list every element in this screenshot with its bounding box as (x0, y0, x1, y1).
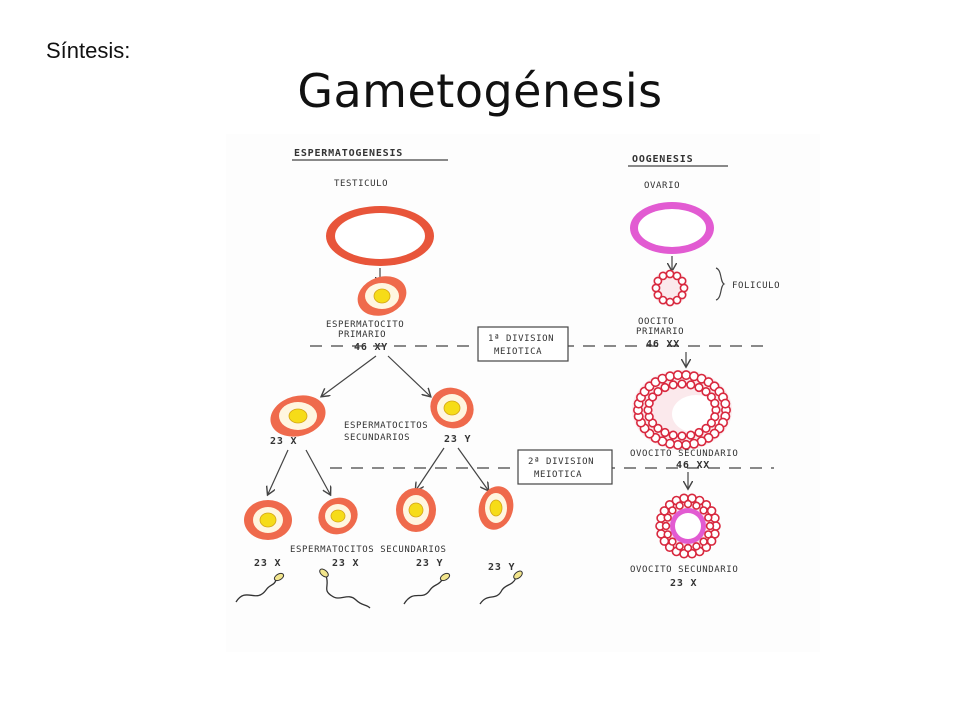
granulosa-cell (710, 398, 720, 408)
granulosa-cell (688, 438, 699, 449)
primary-oocyte-label-2: PRIMARIO (636, 327, 684, 337)
ovary-label: OVARIO (644, 181, 680, 191)
granulosa-cell (653, 290, 663, 300)
final-oocyte-count: 23 X (670, 578, 697, 589)
spermatid-cell-4 (478, 486, 514, 530)
primary-oocyte-label-1: OOCITO (638, 317, 674, 327)
division-2-label-2: MEIOTICA (534, 470, 582, 480)
granulosa-cell (648, 392, 658, 402)
granulosa-cell (704, 513, 713, 522)
slide-title: Gametogénesis (297, 64, 663, 118)
granulosa-cell (706, 418, 717, 428)
testicle-shape (326, 206, 434, 266)
spermatid-cell-1 (244, 500, 292, 540)
division-2-label-1: 2ª DIVISION (528, 457, 594, 467)
follicle-label: FOLICULO (732, 281, 780, 291)
primary-oocyte-count: 46 XX (646, 339, 680, 350)
granulosa-cell (668, 506, 677, 515)
sperm-count-2: 23 X (332, 558, 359, 569)
granulosa-cell (664, 371, 675, 382)
primary-spermatocyte-label-1: ESPERMATOCITO (326, 320, 404, 330)
division-1-label-2: MEIOTICA (494, 347, 542, 357)
granulosa-cell (665, 269, 675, 279)
sperm-count-4: 23 Y (488, 562, 515, 573)
granulosa-cell (653, 276, 663, 286)
spermatogenesis-heading: ESPERMATOGENESIS (294, 148, 403, 159)
sperm-count-3: 23 Y (416, 558, 443, 569)
granulosa-cell (699, 537, 708, 546)
granulosa-cell (705, 521, 715, 531)
sperm-1 (235, 572, 285, 603)
granulosa-cell (692, 501, 701, 510)
granulosa-cell (677, 290, 687, 300)
secondary-oocyte-label: OVOCITO SECUNDARIO (630, 449, 738, 459)
division-1-label-1: 1ª DIVISION (488, 334, 554, 344)
secondary-label-1: ESPERMATOCITOS (344, 421, 428, 431)
granulosa-cell (661, 521, 671, 531)
granulosa-cell (663, 513, 672, 522)
final-oocyte-label: OVOCITO SECUNDARIO (630, 565, 738, 575)
granulosa-cell (692, 542, 701, 551)
granulosa-cell (699, 506, 708, 515)
sperm-4 (479, 570, 523, 605)
granulosa-cell (677, 276, 687, 286)
granulosa-cell (720, 398, 731, 409)
granulosa-cell (651, 283, 661, 293)
granulosa-cell (658, 295, 668, 305)
sperm-count-1: 23 X (254, 558, 281, 569)
granulosa-cell (672, 295, 682, 305)
granulosa-cell (694, 427, 704, 438)
sperm-2 (319, 568, 371, 609)
granulosa-cell (675, 542, 684, 551)
granulosa-cell (686, 380, 696, 390)
granulosa-cell (672, 370, 683, 381)
slide-kicker: Síntesis: (46, 38, 131, 63)
granulosa-cell (658, 271, 668, 281)
granulosa-cell (683, 499, 693, 509)
granulosa-cell (686, 430, 696, 440)
secondary-label-2: SECUNDARIOS (344, 433, 410, 443)
granulosa-cell (665, 297, 675, 307)
granulosa-cell (701, 423, 711, 434)
granulosa-cell (681, 370, 692, 381)
spermatids-bottom-label: ESPERMATOCITOS SECUNDARIOS (290, 545, 446, 555)
primary-spermatocyte-cell (357, 276, 407, 316)
secondary-oocyte-count: 46 XX (676, 460, 710, 471)
secondary-spermatocyte-left-cell (270, 395, 326, 437)
gametogenesis-diagram: ESPERMATOGENESIS TESTICULO ESPERMATOCITO… (226, 134, 820, 652)
granulosa-cell (675, 501, 684, 510)
secondary-spermatocyte-right-cell (430, 387, 474, 429)
granulosa-cell (683, 543, 693, 553)
granulosa-cell (704, 530, 713, 539)
spermatid-cell-3 (396, 488, 436, 532)
granulosa-cell (679, 283, 689, 293)
granulosa-cell (663, 530, 672, 539)
granulosa-cell (672, 439, 683, 450)
primary-follicle (651, 269, 689, 307)
secondary-follicle (632, 370, 732, 450)
secondary-left-count: 23 X (270, 436, 297, 447)
granulosa-cell (681, 439, 692, 450)
spermatid-cell-2 (318, 497, 358, 535)
granulosa-cell (668, 537, 677, 546)
testicle-label: TESTICULO (334, 179, 388, 189)
granulosa-cell (653, 423, 663, 434)
sperm-3 (403, 572, 451, 605)
secondary-right-count: 23 Y (444, 434, 471, 445)
granulosa-cell (701, 387, 711, 397)
granulosa-cell (694, 382, 704, 393)
primary-spermatocyte-label-2: PRIMARIO (338, 330, 386, 340)
ovary-shape (630, 202, 714, 254)
primary-spermatocyte-count: 46 XY (354, 342, 388, 353)
granulosa-cell (653, 387, 663, 397)
granulosa-cell (672, 271, 682, 281)
granulosa-cell (660, 382, 670, 393)
granulosa-cell (660, 427, 670, 438)
granulosa-cell (677, 379, 687, 389)
oogenesis-heading: OOGENESIS (632, 154, 693, 165)
granulosa-cell (668, 430, 678, 440)
granulosa-cell (677, 431, 687, 441)
ovulated-oocyte (655, 493, 721, 559)
granulosa-cell (668, 380, 678, 390)
